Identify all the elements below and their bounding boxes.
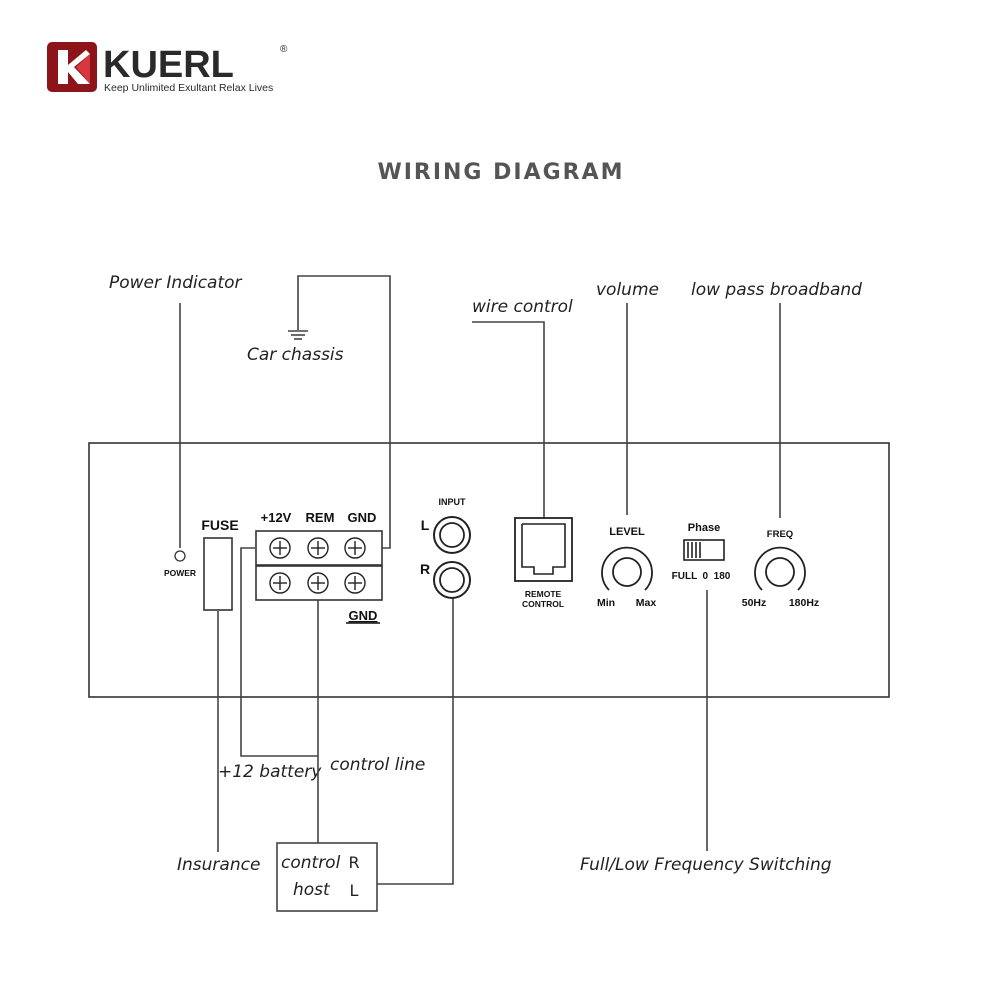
gnd-bottom-label: GND xyxy=(349,608,378,623)
chassis-ground-wire xyxy=(297,275,391,549)
control-host-l: L xyxy=(350,881,359,900)
callout-control-line: control line xyxy=(330,755,425,775)
control-host-line1: control xyxy=(281,853,341,873)
rca-jack-r-inner xyxy=(439,567,465,593)
input-r-label: R xyxy=(420,561,430,577)
freq-min-label: 50Hz xyxy=(742,597,767,609)
brand-tagline: Keep Unlimited Exultant Relax Lives xyxy=(104,82,273,94)
brand-registered: ® xyxy=(280,44,288,55)
rca-input-group: INPUT L R xyxy=(420,497,471,599)
terminal-block: +12V REM GND GND xyxy=(255,510,383,624)
phase-switch-group: Phase FULL 0 180 xyxy=(672,522,731,582)
remote-port-outer xyxy=(514,517,573,582)
level-knob-group: LEVEL Min Max xyxy=(597,526,656,609)
logo-k-mark xyxy=(58,50,90,84)
callout-low-pass: low pass broadband xyxy=(691,280,862,300)
callout-power-indicator: Power Indicator xyxy=(109,273,243,293)
terminal-label-rem: REM xyxy=(306,510,335,525)
remote-control-port: REMOTE CONTROL xyxy=(514,517,573,609)
freq-knob xyxy=(765,557,795,587)
fuse-holder xyxy=(203,537,233,611)
callout-car-chassis: Car chassis xyxy=(247,345,344,365)
freq-knob-group: FREQ 50Hz 180Hz xyxy=(742,529,819,609)
remote-label-2: CONTROL xyxy=(522,599,564,609)
battery-wire xyxy=(240,547,318,757)
callout-wire-control: wire control xyxy=(472,297,573,317)
brand-logo: KUERL ® Keep Unlimited Exultant Relax Li… xyxy=(47,42,288,94)
input-label: INPUT xyxy=(439,497,467,507)
rj-jack-icon xyxy=(521,523,566,575)
level-knob-arc xyxy=(601,546,653,591)
brand-name: KUERL xyxy=(103,44,234,86)
rca-jack-l-inner xyxy=(439,522,465,548)
terminal-label-gnd: GND xyxy=(348,510,377,525)
callout-insurance: Insurance xyxy=(177,855,260,875)
power-led xyxy=(174,550,186,562)
freq-max-label: 180Hz xyxy=(789,597,819,609)
phase-scale-label: FULL 0 180 xyxy=(672,571,731,582)
amplifier-panel xyxy=(88,442,890,698)
level-label: LEVEL xyxy=(609,526,645,538)
wire-control-leader xyxy=(472,321,545,518)
callout-volume: volume xyxy=(596,280,659,300)
power-label: POWER xyxy=(164,568,196,578)
callout-battery: +12 battery xyxy=(218,762,322,782)
control-host: control host R L xyxy=(276,842,378,912)
level-knob xyxy=(612,557,642,587)
freq-label: FREQ xyxy=(767,529,793,540)
input-l-label: L xyxy=(421,517,430,533)
phase-label: Phase xyxy=(688,522,720,534)
phase-switch-body xyxy=(683,539,725,561)
level-max-label: Max xyxy=(636,597,657,609)
fuse-label: FUSE xyxy=(201,517,238,533)
remote-label-1: REMOTE xyxy=(525,589,562,599)
rca-signal-wire xyxy=(377,584,454,885)
control-host-r: R xyxy=(348,853,359,872)
logo-k-accent xyxy=(76,54,90,84)
page-title: WIRING DIAGRAM xyxy=(377,160,624,185)
terminal-label-12v: +12V xyxy=(261,510,292,525)
wiring-lines xyxy=(179,275,781,885)
callout-full-low: Full/Low Frequency Switching xyxy=(580,855,832,875)
level-min-label: Min xyxy=(597,597,615,609)
control-host-line2: host xyxy=(293,880,331,900)
freq-knob-arc xyxy=(754,546,806,591)
control-host-box xyxy=(276,842,378,912)
